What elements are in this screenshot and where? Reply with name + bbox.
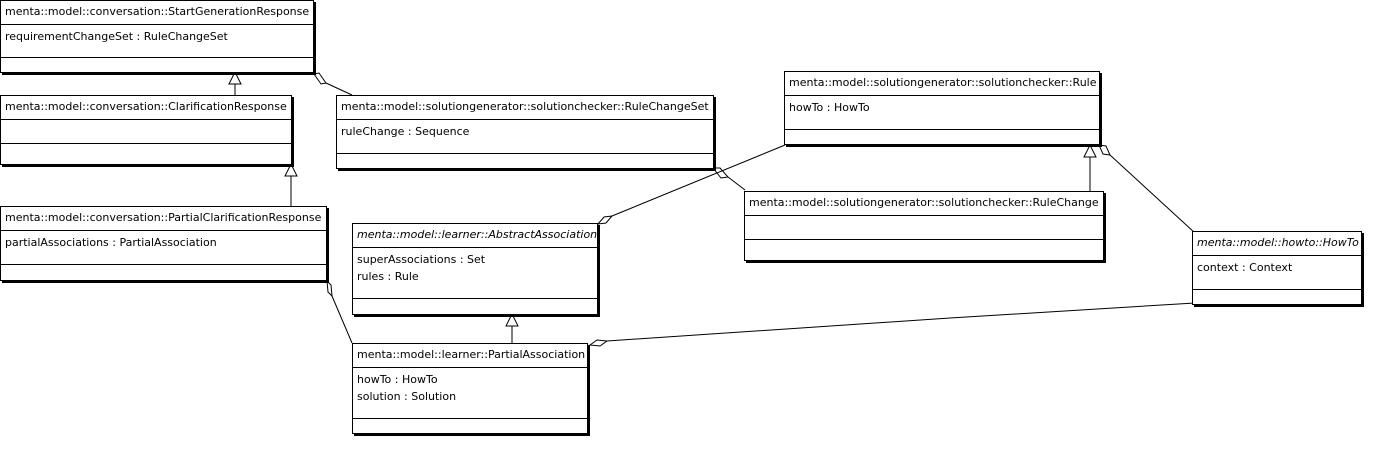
class-name: menta::model::conversation::Clarificatio… xyxy=(1,96,291,120)
class-start-generation-response[interactable]: menta::model::conversation::StartGenerat… xyxy=(0,0,314,73)
attributes-compartment: requirementChangeSet : RuleChangeSet xyxy=(1,25,313,58)
class-partial-association[interactable]: menta::model::learner::PartialAssociatio… xyxy=(352,343,588,434)
generalization-arrowhead xyxy=(228,70,242,85)
class-name: menta::model::howto::HowTo xyxy=(1193,232,1361,256)
attribute: partialAssociations : PartialAssociation xyxy=(5,236,217,249)
attribute: superAssociations : Set xyxy=(357,253,486,266)
class-name: menta::model::learner::AbstractAssociati… xyxy=(353,224,597,248)
attribute: ruleChange : Sequence xyxy=(341,125,470,138)
attribute: context : Context xyxy=(1197,261,1293,274)
aggregation-startgeneration-rulechangeset xyxy=(325,82,353,96)
attributes-compartment xyxy=(1,120,291,144)
attribute: howTo : HowTo xyxy=(789,101,870,114)
class-name: menta::model::solutiongenerator::solutio… xyxy=(337,96,713,120)
class-name: menta::model::solutiongenerator::solutio… xyxy=(745,192,1103,216)
class-rule[interactable]: menta::model::solutiongenerator::solutio… xyxy=(784,71,1100,145)
aggregation-rulechangeset-rulechange xyxy=(727,176,746,191)
aggregation-rule-howto xyxy=(1109,154,1196,234)
class-name: menta::model::learner::PartialAssociatio… xyxy=(353,344,587,368)
class-name: menta::model::conversation::PartialClari… xyxy=(1,207,326,231)
generalization-arrowhead xyxy=(284,162,298,177)
class-partial-clarification-response[interactable]: menta::model::conversation::PartialClari… xyxy=(0,206,327,281)
attribute: requirementChangeSet : RuleChangeSet xyxy=(5,30,228,43)
aggregation-diamond xyxy=(588,339,609,347)
aggregation-diamond xyxy=(326,279,333,298)
aggregation-partialassociation-howto xyxy=(606,302,1196,342)
aggregation-diamond xyxy=(596,215,614,225)
class-name: menta::model::conversation::StartGenerat… xyxy=(1,1,313,25)
class-abstract-association[interactable]: menta::model::learner::AbstractAssociati… xyxy=(352,223,598,315)
aggregation-diamond xyxy=(711,167,729,179)
aggregation-diamond xyxy=(1098,144,1111,156)
class-name: menta::model::solutiongenerator::solutio… xyxy=(785,72,1099,96)
class-rule-change-set[interactable]: menta::model::solutiongenerator::solutio… xyxy=(336,95,714,169)
generalization-arrowhead xyxy=(505,312,519,327)
attributes-compartment: ruleChange : Sequence xyxy=(337,120,713,154)
attribute: solution : Solution xyxy=(357,390,457,403)
class-howto[interactable]: menta::model::howto::HowTo context : Con… xyxy=(1192,231,1362,305)
attributes-compartment: howTo : HowTo solution : Solution xyxy=(353,368,587,419)
attributes-compartment: howTo : HowTo xyxy=(785,96,1099,130)
aggregation-abstractassociation-rule xyxy=(611,144,786,217)
generalization-arrowhead xyxy=(1083,143,1097,158)
class-rule-change[interactable]: menta::model::solutiongenerator::solutio… xyxy=(744,191,1104,261)
class-clarification-response[interactable]: menta::model::conversation::Clarificatio… xyxy=(0,95,292,165)
attribute: howTo : HowTo xyxy=(357,373,438,386)
attributes-compartment: context : Context xyxy=(1193,256,1361,290)
attribute: rules : Rule xyxy=(357,270,419,283)
aggregation-partialclarification-partialassociation xyxy=(331,295,353,344)
aggregation-diamond xyxy=(313,72,327,85)
attributes-compartment: superAssociations : Set rules : Rule xyxy=(353,248,597,299)
attributes-compartment: partialAssociations : PartialAssociation xyxy=(1,231,326,265)
attributes-compartment xyxy=(745,216,1103,240)
